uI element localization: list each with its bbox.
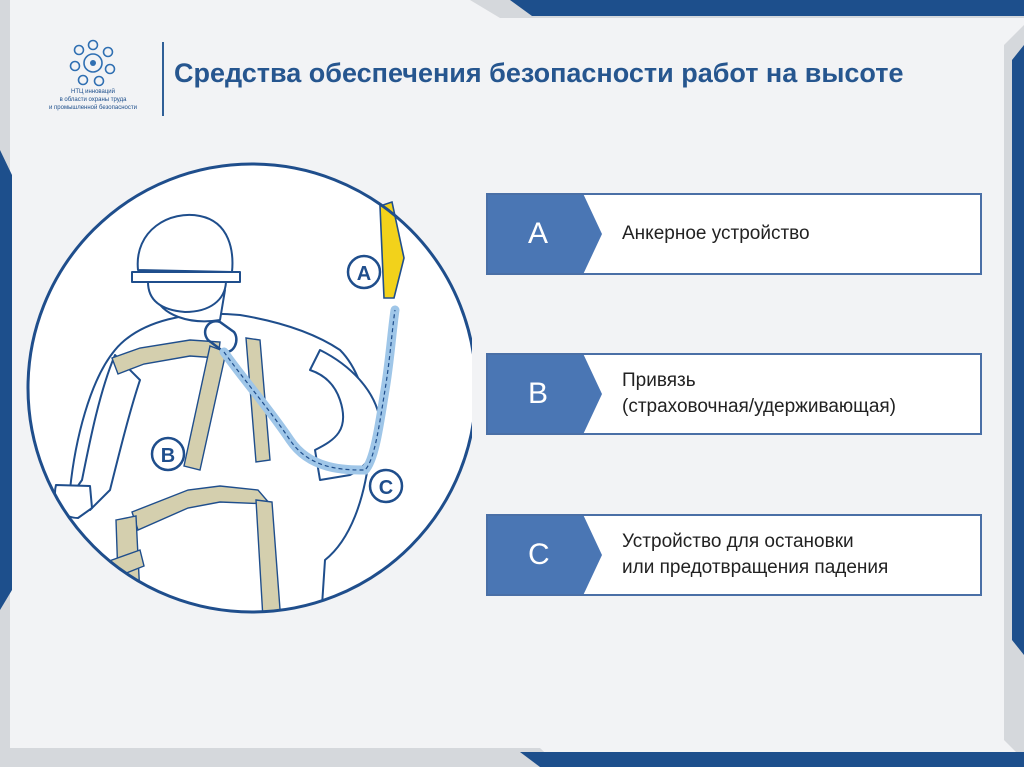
legend-badge-c: С — [488, 516, 602, 594]
legend-item-anchor: А Анкерное устройство — [486, 193, 982, 275]
header-divider — [162, 42, 164, 116]
marker-a: A — [357, 263, 371, 285]
legend-text-b-line-2: (страховочная/удерживающая) — [622, 396, 896, 417]
legend-text-a-line-1: Анкерное устройство — [622, 223, 810, 244]
legend-text-b: Привязь (страховочная/удерживающая) — [622, 355, 978, 433]
legend-text-c-line-2: или предотвращения падения — [622, 557, 889, 578]
marker-c: C — [379, 477, 393, 499]
legend-text-b-line-1: Привязь — [622, 370, 696, 391]
company-logo: НТЦ инноваций в области охраны труда и п… — [28, 38, 158, 120]
worker-harness-illustration: A B C — [26, 162, 472, 614]
page-title: Средства обеспечения безопасности работ … — [174, 58, 904, 88]
legend-badge-b: В — [488, 355, 602, 433]
legend-badge-a: А — [488, 195, 602, 273]
logo-line-2: в области охраны труда — [59, 97, 127, 103]
logo-line-1: НТЦ инноваций — [70, 89, 115, 95]
legend-text-a: Анкерное устройство — [622, 195, 978, 273]
legend-text-c: Устройство для остановки или предотвраще… — [622, 516, 978, 594]
logo-ring-icon — [69, 39, 116, 87]
legend-item-fall-arrest: С Устройство для остановки или предотвра… — [486, 514, 982, 596]
legend-text-c-line-1: Устройство для остановки — [622, 531, 854, 552]
marker-b: B — [161, 445, 175, 467]
logo-line-3: и промышленной безопасности — [49, 105, 137, 111]
legend-item-harness: В Привязь (страховочная/удерживающая) — [486, 353, 982, 435]
